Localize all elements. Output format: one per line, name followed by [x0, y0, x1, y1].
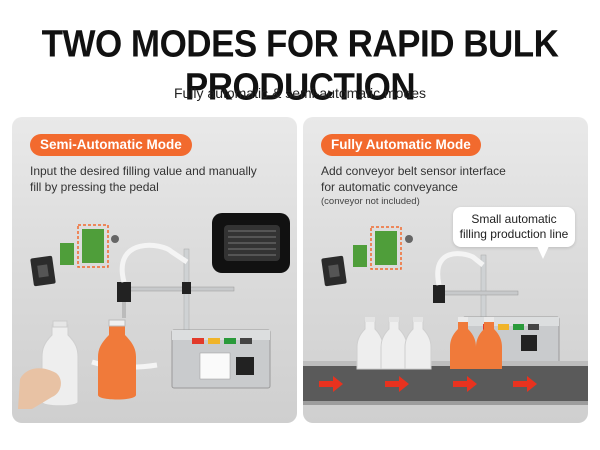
- conveyor-note: (conveyor not included): [321, 196, 420, 207]
- fully-automatic-description: Add conveyor belt sensor interface for a…: [321, 163, 576, 195]
- terminal-block-icon: [60, 243, 74, 265]
- semi-automatic-panel: Semi-Automatic Mode Input the desired fi…: [12, 117, 297, 423]
- callout-line-2: filling production line: [459, 227, 569, 241]
- filled-juice-bottle: [98, 325, 136, 400]
- semi-automatic-illustration: [18, 213, 290, 409]
- conveyor-direction-arrows: [319, 376, 537, 392]
- semi-automatic-description-line-2: fill by pressing the pedal: [30, 180, 159, 194]
- callout-line-1: Small automatic: [471, 212, 557, 226]
- hand: [18, 368, 61, 409]
- fully-automatic-mode-badge: Fully Automatic Mode: [321, 134, 481, 156]
- conveyor-belt: [303, 363, 588, 403]
- empty-bottles: [356, 317, 432, 370]
- semi-automatic-mode-badge: Semi-Automatic Mode: [30, 134, 192, 156]
- fully-automatic-description-line-2: for automatic conveyance: [321, 180, 458, 194]
- semi-automatic-description-line-1: Input the desired filling value and manu…: [30, 164, 257, 178]
- fully-automatic-panel: Fully Automatic Mode Add conveyor belt s…: [303, 117, 588, 423]
- terminal-block-icon: [353, 245, 367, 267]
- nozzle: [117, 282, 131, 302]
- subheadline: Fully automatic & semi-automatic modes: [173, 85, 427, 101]
- semi-automatic-description: Input the desired filling value and manu…: [30, 163, 285, 195]
- production-line-callout: Small automatic filling production line: [453, 207, 575, 259]
- filled-bottles: [450, 317, 502, 369]
- fully-automatic-description-line-1: Add conveyor belt sensor interface: [321, 164, 506, 178]
- fully-automatic-illustration: [303, 226, 588, 405]
- headline: TWO MODES FOR RAPID BULK PRODUCTION: [41, 22, 559, 109]
- nozzle: [433, 285, 445, 303]
